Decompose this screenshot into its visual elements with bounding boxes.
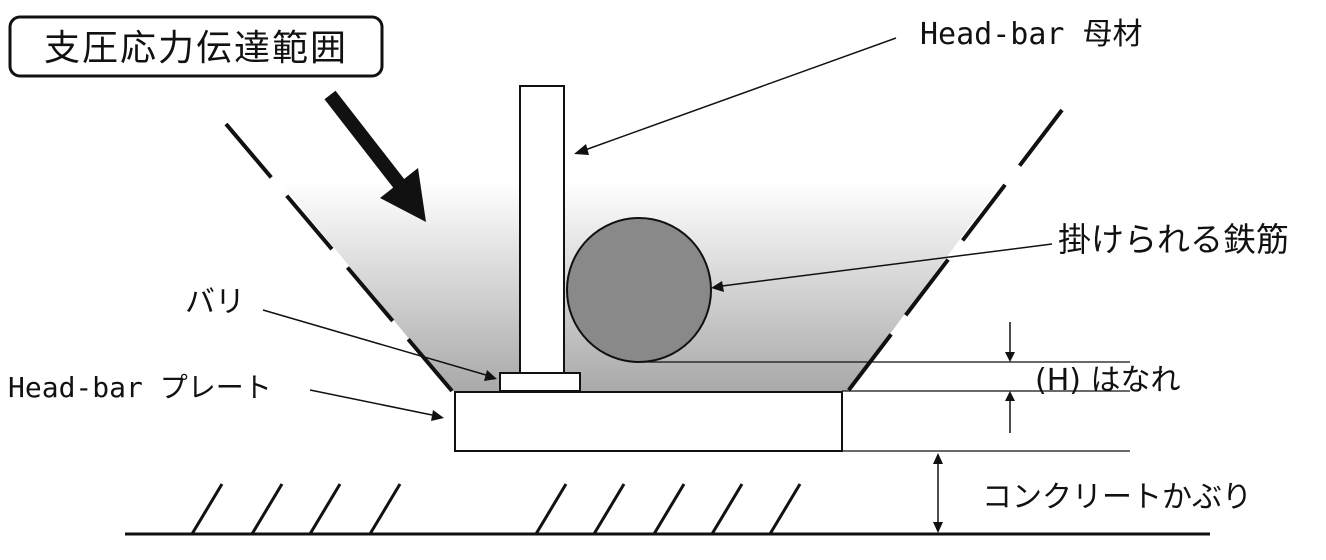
big-arrow-head (380, 168, 426, 222)
leader-rebar (721, 243, 1053, 287)
burr (499, 372, 581, 392)
big-arrow-shaft (324, 90, 406, 190)
cover-dimension-head-bottom (933, 522, 943, 533)
label-cover: コンクリートかぶり (982, 480, 1252, 515)
leader-headbar-base (584, 37, 897, 151)
label-headbar-base: Head-bar 母材 (920, 17, 1143, 52)
concrete-hatching (190, 483, 802, 535)
title-box-label: 支圧応力伝達範囲 (44, 28, 348, 69)
leader-burr (262, 309, 487, 376)
cover-dimension-head-top (933, 453, 943, 464)
leader-rebar-arrowhead (711, 281, 724, 292)
leader-headbar-base-arrowhead (574, 144, 589, 155)
leader-headbar-plate-arrowhead (431, 410, 444, 421)
rebar-circle (566, 217, 712, 363)
label-rebar: 掛けられる鉄筋 (1058, 220, 1289, 259)
title-box (8, 15, 384, 78)
headbar-plate (454, 391, 843, 452)
gap-arrow-lower-head (1005, 391, 1015, 401)
label-gap: (H) はなれ (1035, 363, 1181, 398)
leader-headbar-plate (309, 389, 433, 416)
headbar-rod (519, 85, 565, 375)
zone-boundary-left (224, 122, 454, 393)
leader-burr-arrowhead (484, 370, 497, 381)
zone-boundary-right (846, 108, 1064, 393)
label-headbar-plate: Head-bar プレート (8, 371, 272, 404)
gap-arrow-upper-head (1005, 352, 1015, 362)
label-burr: バリ (185, 285, 245, 320)
